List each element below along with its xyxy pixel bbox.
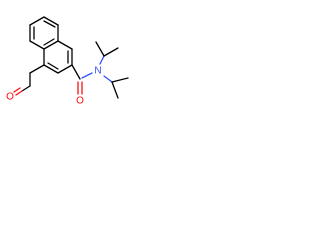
bond xyxy=(43,40,59,50)
bond xyxy=(29,40,45,50)
bond xyxy=(21,85,31,92)
isopropyl-group-upper xyxy=(95,41,119,65)
molecule-structure-final: O O N xyxy=(0,0,150,150)
bond xyxy=(71,64,81,80)
bond xyxy=(43,64,59,74)
bond xyxy=(103,75,113,83)
bond xyxy=(43,38,55,46)
bond xyxy=(57,64,73,74)
bond xyxy=(57,40,73,50)
bond xyxy=(99,55,105,65)
bond xyxy=(111,77,129,83)
bond xyxy=(103,47,119,57)
bond xyxy=(43,16,59,26)
substituted-ring xyxy=(43,40,73,74)
bond xyxy=(29,64,45,74)
nitrogen-label: N xyxy=(94,66,101,77)
aldehyde-group xyxy=(13,64,45,96)
amide-oxygen-label: O xyxy=(76,96,84,107)
aldehyde-oxygen-label: O xyxy=(6,92,14,103)
bond xyxy=(95,41,105,57)
benzo-ring xyxy=(29,16,59,50)
isopropyl-group-lower xyxy=(103,75,129,99)
bond xyxy=(81,72,93,79)
bond xyxy=(47,62,59,70)
bond xyxy=(111,81,119,99)
bond xyxy=(43,20,56,28)
amide-group xyxy=(71,64,93,95)
bond xyxy=(15,90,23,96)
bond xyxy=(29,16,45,26)
bond xyxy=(13,87,21,93)
